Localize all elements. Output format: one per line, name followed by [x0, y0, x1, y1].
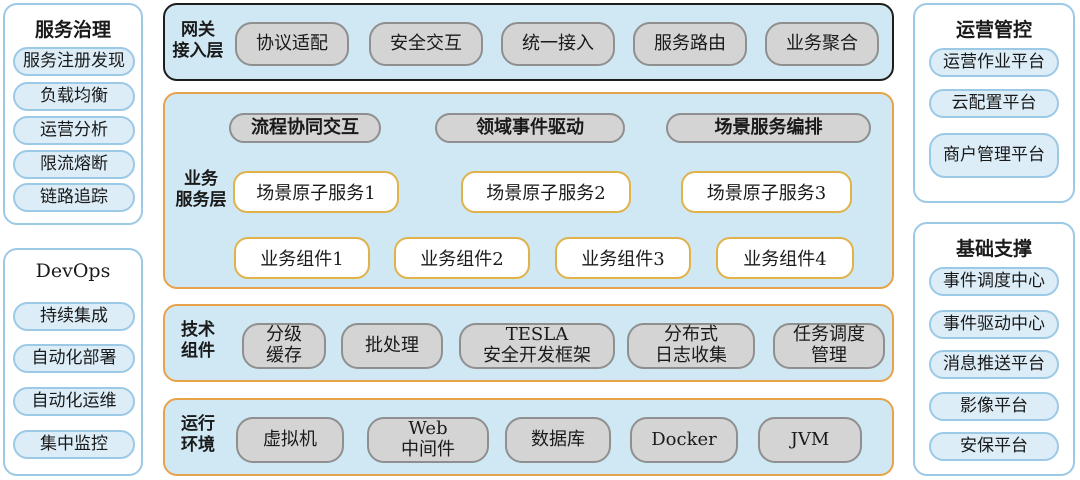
infrastructure-support-title: 基础支撑: [955, 238, 1032, 260]
operations-control-title: 运营管控: [955, 19, 1032, 41]
side-item: 限流熔断: [13, 150, 135, 179]
gateway-layer-label: 网关 接入层: [172, 20, 224, 62]
business-component: 业务组件4: [716, 237, 854, 279]
side-item: 链路追踪: [13, 183, 135, 212]
side-item: 运营作业平台: [929, 48, 1059, 77]
side-item: 运营分析: [13, 116, 135, 145]
gateway-item: 统一接入: [501, 22, 615, 66]
business-component: 业务组件2: [394, 237, 530, 279]
runtime-item: Docker: [630, 417, 738, 463]
operations-control-panel: 运营管控 运营作业平台 云配置平台 商户管理平台: [913, 3, 1075, 203]
runtime-layer: 运行 环境 虚拟机 Web 中间件 数据库 Docker JVM: [163, 398, 894, 476]
runtime-item: 虚拟机: [236, 417, 344, 463]
service-governance-title: 服务治理: [34, 19, 111, 41]
side-item: 自动化部署: [13, 344, 135, 373]
side-item: 服务注册发现: [13, 47, 135, 76]
service-governance-panel: 服务治理 服务注册发现 负载均衡 运营分析 限流熔断 链路追踪: [3, 3, 143, 225]
business-top-item: 流程协同交互: [229, 113, 381, 143]
devops-title: DevOps: [35, 260, 111, 282]
atomic-service: 场景原子服务2: [461, 171, 631, 213]
side-item: 影像平台: [929, 392, 1059, 421]
atomic-service: 场景原子服务1: [233, 171, 399, 213]
gateway-item: 协议适配: [235, 22, 349, 66]
business-layer-label: 业务 服务层: [175, 169, 227, 211]
tech-item: 批处理: [341, 323, 443, 369]
side-item: 持续集成: [13, 302, 135, 331]
atomic-service: 场景原子服务3: [681, 171, 852, 213]
side-item: 商户管理平台: [929, 133, 1059, 178]
side-item: 云配置平台: [929, 89, 1059, 118]
tech-item: 任务调度 管理: [773, 323, 885, 369]
side-item: 事件调度中心: [929, 267, 1059, 296]
runtime-item: Web 中间件: [367, 417, 489, 463]
tech-layer-label: 技术 组件: [181, 320, 215, 362]
side-item: 消息推送平台: [929, 350, 1059, 379]
side-item: 自动化运维: [13, 387, 135, 416]
business-component: 业务组件1: [234, 237, 370, 279]
runtime-layer-label: 运行 环境: [181, 414, 215, 456]
devops-panel: DevOps 持续集成 自动化部署 自动化运维 集中监控: [3, 248, 143, 476]
gateway-item: 业务聚合: [765, 22, 879, 66]
tech-item: TESLA 安全开发框架: [459, 323, 615, 369]
business-component: 业务组件3: [555, 237, 691, 279]
gateway-item: 安全交互: [369, 22, 483, 66]
side-item: 事件驱动中心: [929, 310, 1059, 339]
tech-item: 分布式 日志收集: [627, 323, 755, 369]
gateway-layer: 网关 接入层 协议适配 安全交互 统一接入 服务路由 业务聚合: [163, 3, 894, 81]
infrastructure-support-panel: 基础支撑 事件调度中心 事件驱动中心 消息推送平台 影像平台 安保平台: [913, 222, 1075, 476]
tech-component-layer: 技术 组件 分级 缓存 批处理 TESLA 安全开发框架 分布式 日志收集 任务…: [163, 304, 894, 382]
runtime-item: 数据库: [505, 417, 611, 463]
tech-item: 分级 缓存: [242, 323, 326, 369]
business-top-item: 场景服务编排: [666, 113, 871, 143]
runtime-item: JVM: [758, 417, 862, 463]
side-item: 集中监控: [13, 430, 135, 459]
side-item: 安保平台: [929, 432, 1059, 461]
business-top-item: 领域事件驱动: [435, 113, 625, 143]
business-service-layer: 业务 服务层 流程协同交互 领域事件驱动 场景服务编排 场景原子服务1 场景原子…: [163, 92, 894, 289]
side-item: 负载均衡: [13, 82, 135, 111]
gateway-item: 服务路由: [633, 22, 747, 66]
